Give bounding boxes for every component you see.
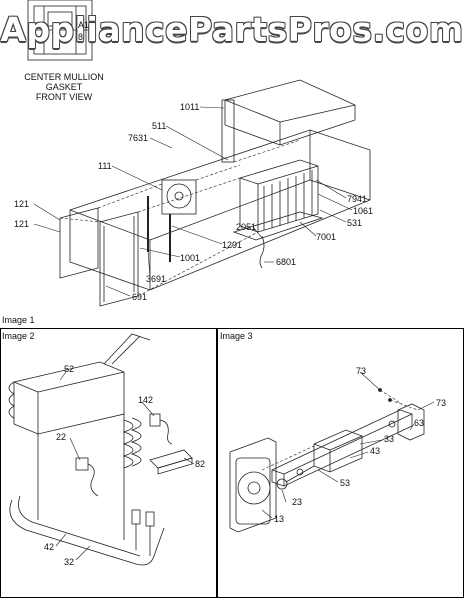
callout-142: 142 — [138, 395, 154, 405]
inset-caption-line2: FRONT VIEW — [35, 92, 93, 102]
fan-motor-assembly-drawing — [229, 388, 425, 533]
callout-121-lower: 121 — [14, 219, 30, 229]
callout-53: 53 — [340, 478, 351, 488]
callout-6801: 6801 — [276, 257, 297, 267]
callout-42: 42 — [44, 542, 55, 552]
callout-63: 63 — [414, 418, 425, 428]
image3-frame — [216, 328, 464, 598]
callout-511: 511 — [152, 121, 167, 131]
callout-111: 111 — [98, 161, 112, 171]
inset-code-a: A1 — [78, 20, 90, 30]
callout-23: 23 — [292, 497, 303, 507]
inset-caption: CENTER MULLION GASKET FRONT VIEW — [8, 72, 120, 102]
site-watermark: AppliancePartsPros.com — [0, 10, 464, 49]
callout-73-upper: 73 — [356, 366, 367, 376]
callout-82: 82 — [195, 459, 206, 469]
callout-32: 32 — [64, 557, 75, 567]
callout-2051: 2051 — [236, 222, 257, 232]
center-mullion-gasket-drawing — [27, 0, 93, 61]
callout-22: 22 — [56, 432, 67, 442]
callout-33: 33 — [384, 434, 395, 444]
inset-code-b: 8 — [78, 32, 84, 42]
callout-73-right: 73 — [436, 398, 447, 408]
callout-1061: 1061 — [353, 206, 374, 216]
callout-121-upper: 121 — [14, 199, 30, 209]
image2-frame — [0, 328, 218, 598]
callout-13: 13 — [274, 514, 285, 524]
condenser-coil-drawing — [8, 333, 193, 566]
callout-3691: 3691 — [146, 274, 167, 284]
callout-43: 43 — [370, 446, 381, 456]
callout-1001: 1001 — [180, 253, 201, 263]
callout-52: 52 — [64, 364, 75, 374]
image3-title: Image 3 — [220, 331, 253, 341]
image1-title: Image 1 — [2, 315, 35, 325]
image2-title: Image 2 — [2, 331, 35, 341]
callout-7001: 7001 — [316, 232, 337, 242]
callout-531: 531 — [347, 218, 363, 228]
callout-1011: 1011 — [180, 102, 200, 112]
evaporator-housing-drawing — [59, 79, 371, 307]
callout-1291: 1291 — [222, 240, 243, 250]
callout-leader-lines — [33, 106, 435, 561]
inset-caption-line1: CENTER MULLION GASKET — [24, 72, 104, 92]
callout-691: 691 — [132, 292, 148, 302]
callout-7631: 7631 — [128, 133, 149, 143]
callout-7941: 7941 — [347, 194, 368, 204]
